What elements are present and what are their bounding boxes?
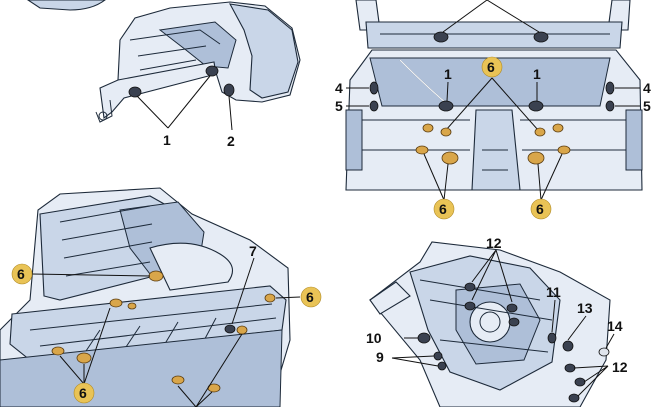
- callout-2: 2: [227, 133, 235, 149]
- panel-front-wheelhouse: 1 2: [27, 0, 301, 149]
- callout-11: 11: [546, 284, 561, 300]
- callout-5-right: 5: [643, 98, 651, 114]
- callout-14: 14: [607, 318, 623, 334]
- plug-1b: [205, 65, 219, 77]
- callout-6-bottom-left: 6: [439, 201, 447, 217]
- callout-6-right-badge: [300, 286, 322, 308]
- callout-6-bl-badge: [433, 198, 455, 220]
- callout-9: 9: [376, 349, 384, 365]
- plug-top-left: [433, 31, 449, 43]
- callout-6-bl-bottom: 6: [79, 385, 87, 401]
- callout-4-left: 4: [335, 80, 343, 96]
- callout-6-bottom-badge: [73, 382, 95, 404]
- plug-1-right: [528, 100, 544, 112]
- callout-1: 1: [163, 132, 171, 148]
- plug-1a: [128, 86, 142, 98]
- callout-6-bl-left: 6: [17, 266, 25, 282]
- panel-trunk-floor: 7 6 6 6: [0, 187, 322, 407]
- callout-7: 7: [249, 243, 257, 259]
- callout-12-right: 12: [612, 359, 628, 375]
- panel-rear-floor: 1 1 6 4 5 4 5 6 6: [335, 0, 651, 220]
- plug-2: [223, 83, 235, 97]
- callout-6-bl-right: 6: [306, 289, 314, 305]
- callout-10: 10: [366, 330, 382, 346]
- callout-6-bottom-right: 6: [536, 201, 544, 217]
- callout-6-top-badge: [481, 56, 503, 78]
- callout-1-right: 1: [533, 66, 541, 82]
- callout-6-left-badge: [11, 263, 33, 285]
- panel-rear-subframe: 12 11 13 14 10 9 12: [366, 235, 628, 407]
- callout-6-br-badge: [530, 198, 552, 220]
- callout-6-top: 6: [487, 59, 495, 75]
- plug-1-left: [438, 100, 454, 112]
- plug-top-right: [533, 31, 549, 43]
- callout-13: 13: [577, 300, 593, 316]
- callout-5-left: 5: [335, 98, 343, 114]
- callout-4-right: 4: [643, 80, 651, 96]
- callout-12-top: 12: [486, 235, 502, 251]
- callout-1-left: 1: [444, 66, 452, 82]
